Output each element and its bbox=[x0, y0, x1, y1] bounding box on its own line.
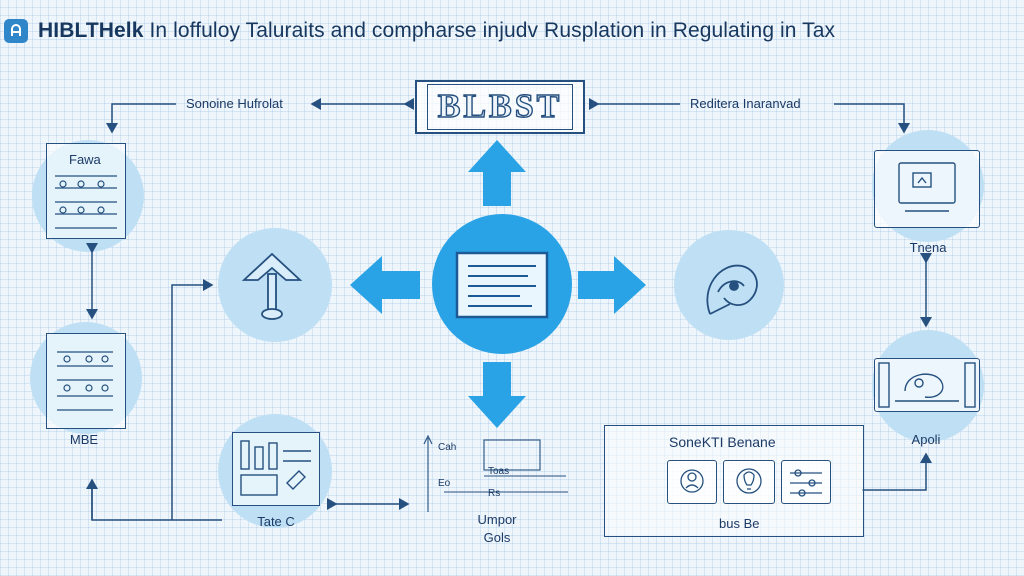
page-title: HIBLTHelk In loffuloy Taluraits and comp… bbox=[38, 19, 835, 43]
panel-card-person[interactable] bbox=[667, 460, 717, 504]
app-logo-icon bbox=[4, 19, 28, 43]
sketch-item-1: Cah bbox=[438, 442, 457, 453]
bottom-center-label-1: Umpor bbox=[477, 512, 517, 527]
right-bottom-card[interactable] bbox=[874, 358, 980, 412]
scroll-icon bbox=[878, 362, 976, 408]
person-icon bbox=[680, 469, 704, 493]
central-top-box[interactable]: BLBST bbox=[415, 80, 585, 134]
bottom-left-label: Tate C bbox=[257, 514, 295, 529]
title-bar: HIBLTHelk In loffuloy Taluraits and comp… bbox=[4, 14, 835, 48]
arrow-left bbox=[350, 256, 420, 314]
panel-card-bulb[interactable] bbox=[723, 460, 775, 504]
bottom-left-card[interactable] bbox=[232, 432, 320, 506]
arrow-right bbox=[578, 256, 646, 314]
panel-card-sliders[interactable] bbox=[781, 460, 831, 504]
hand-icon bbox=[706, 264, 758, 315]
left-bottom-label: MBE bbox=[69, 432, 99, 447]
right-top-card[interactable] bbox=[874, 150, 980, 228]
sketch-item-3: Eo bbox=[438, 478, 451, 489]
sketch-chart bbox=[423, 434, 568, 512]
left-bottom-card[interactable] bbox=[46, 333, 126, 429]
left-top-card-label: Fawa bbox=[69, 152, 101, 167]
arrow-down bbox=[468, 362, 526, 428]
top-right-arrow-label: Reditera Inaranvad bbox=[690, 96, 801, 111]
right-top-label: Tnena bbox=[909, 240, 947, 255]
arrow-up bbox=[468, 140, 526, 206]
form-rows-icon bbox=[55, 175, 117, 229]
right-bottom-label: Apoli bbox=[911, 432, 941, 447]
toolbox-icon bbox=[240, 440, 311, 496]
panel-caption: bus Be bbox=[719, 516, 760, 531]
top-left-arrow-label: Sonoine Hufrolat bbox=[186, 96, 283, 111]
monitor-icon bbox=[898, 162, 956, 212]
title-strong: HIBLTHelk bbox=[38, 19, 144, 42]
lightbulb-icon bbox=[736, 468, 762, 494]
central-top-box-text: BLBST bbox=[426, 84, 574, 130]
sketch-item-2: Toas bbox=[488, 466, 510, 477]
sliders-icon bbox=[790, 469, 822, 497]
share-upload-icon bbox=[241, 252, 303, 320]
panel-title: SoneKTI Benane bbox=[669, 434, 776, 450]
node-circle-hand bbox=[674, 230, 784, 340]
document-icon bbox=[455, 251, 549, 319]
bottom-right-panel[interactable]: SoneKTI Benane bbox=[604, 425, 864, 537]
title-rest: In loffuloy Taluraits and compharse inju… bbox=[143, 19, 836, 42]
bottom-center-label-2: Gols bbox=[483, 530, 511, 545]
sketch-item-4: Rs bbox=[488, 488, 501, 499]
left-top-card[interactable]: Fawa bbox=[46, 143, 126, 239]
list-rows-icon bbox=[57, 351, 113, 411]
